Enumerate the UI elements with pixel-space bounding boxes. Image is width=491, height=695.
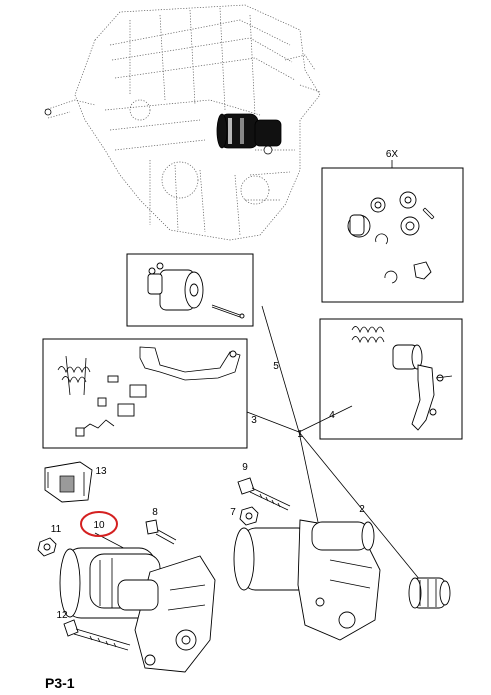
callout-11: 11 (51, 524, 62, 535)
callout-13: 13 (95, 466, 107, 477)
callout-4: 4 (329, 410, 335, 421)
bolt-8 (145, 519, 177, 545)
kit-box-6x (321, 160, 464, 303)
callout-7: 7 (230, 507, 236, 518)
bolt-12 (63, 619, 131, 651)
starter-on-engine (216, 113, 282, 155)
starter-motor-right (233, 519, 381, 641)
brush-holder-box (42, 338, 248, 449)
callout-3: 3 (251, 415, 257, 426)
bracket-13 (44, 461, 93, 503)
page-code: P3-1 (45, 675, 75, 691)
callout-8: 8 (152, 507, 158, 518)
callout-5: 5 (273, 361, 279, 372)
callout-6x: 6X (386, 149, 399, 160)
callout-9: 9 (242, 462, 248, 473)
callout-10: 10 (93, 520, 105, 531)
pinion-drive (408, 577, 451, 609)
bolt-9 (237, 477, 291, 511)
nut-7 (239, 506, 259, 526)
highlight-oval (80, 511, 118, 537)
starter-motor-left (59, 547, 216, 673)
drive-lever-box (319, 318, 463, 440)
callout-1: 1 (297, 429, 303, 440)
callout-2: 2 (359, 504, 365, 515)
solenoid-box (126, 253, 254, 327)
engine-illustration (44, 4, 321, 241)
callout-12: 12 (56, 610, 68, 621)
nut-11 (37, 537, 57, 557)
callout-labels: 6X 5 3 4 1 9 13 2 7 8 10 11 12 (51, 149, 399, 621)
